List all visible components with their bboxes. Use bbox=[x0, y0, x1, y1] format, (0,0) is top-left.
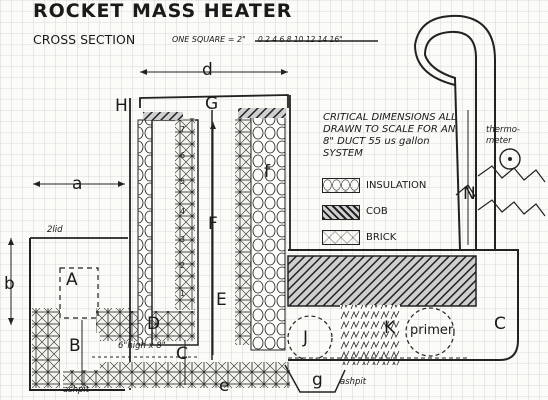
dim-label-b: b bbox=[4, 274, 15, 294]
dim-label-E: E bbox=[216, 290, 227, 310]
riser-course-3: 3 bbox=[180, 235, 186, 244]
scale-note: ONE SQUARE = 2" bbox=[172, 35, 246, 44]
dim-label-G: G bbox=[205, 94, 219, 114]
legend-brick-label: BRICK bbox=[366, 232, 397, 243]
lid-label: 2lid bbox=[47, 225, 63, 235]
dim-label-C-barrel: C bbox=[494, 314, 506, 334]
dim-label-e: e bbox=[219, 376, 230, 396]
barrel bbox=[129, 94, 291, 390]
riser-course-6: 6 bbox=[180, 151, 186, 160]
riser-course-2: 2 bbox=[180, 261, 186, 270]
ashpit-label-feed: ashpit bbox=[63, 385, 90, 395]
burn-tunnel-opening-label: 6"high x 8" bbox=[118, 341, 166, 351]
dim-label-H: H bbox=[115, 96, 128, 116]
dim-label-d: d bbox=[202, 60, 213, 80]
dim-label-f: f bbox=[264, 162, 270, 182]
legend-insulation-label: INSULATION bbox=[366, 180, 427, 191]
dim-label-J: J bbox=[303, 328, 309, 348]
diagram-title: ROCKET MASS HEATER bbox=[33, 0, 293, 22]
dim-label-F: F bbox=[208, 214, 218, 234]
critical-dimensions-note: CRITICAL DIMENSIONS ALL DRAWN TO SCALE F… bbox=[323, 112, 457, 159]
ashpit-label-bench: ashpit bbox=[340, 377, 367, 387]
dim-label-g: g bbox=[312, 370, 323, 390]
riser-course-7: 7 bbox=[180, 125, 186, 134]
scale-ticks: 0 2 4 6 8 10 12 14 16" bbox=[258, 35, 343, 44]
primer-label: primer bbox=[410, 323, 454, 338]
legend-cob-label: COB bbox=[366, 206, 388, 217]
heat-riser bbox=[137, 108, 286, 351]
diagram-subtitle: CROSS SECTION bbox=[33, 32, 136, 47]
dim-label-C-feed: C bbox=[176, 344, 188, 364]
riser-course-4: 4 bbox=[180, 207, 186, 216]
riser-course-5: 5 bbox=[180, 177, 186, 186]
thermometer-label: thermo-meter bbox=[486, 125, 520, 146]
exhaust-chimney bbox=[413, 14, 546, 251]
dim-label-D: D bbox=[147, 314, 161, 334]
dim-label-B: B bbox=[69, 336, 81, 356]
dim-label-a: a bbox=[72, 174, 83, 194]
dimension-lines bbox=[8, 69, 469, 385]
dim-label-K: K bbox=[384, 318, 396, 338]
cob-swatch-icon bbox=[322, 205, 360, 220]
dim-label-N: N bbox=[463, 184, 476, 204]
dim-label-A: A bbox=[66, 270, 78, 290]
insulation-swatch-icon bbox=[322, 178, 360, 193]
brick-swatch-icon bbox=[322, 230, 360, 245]
riser-course-1: 1 bbox=[180, 289, 186, 298]
bench-mass bbox=[100, 249, 519, 393]
